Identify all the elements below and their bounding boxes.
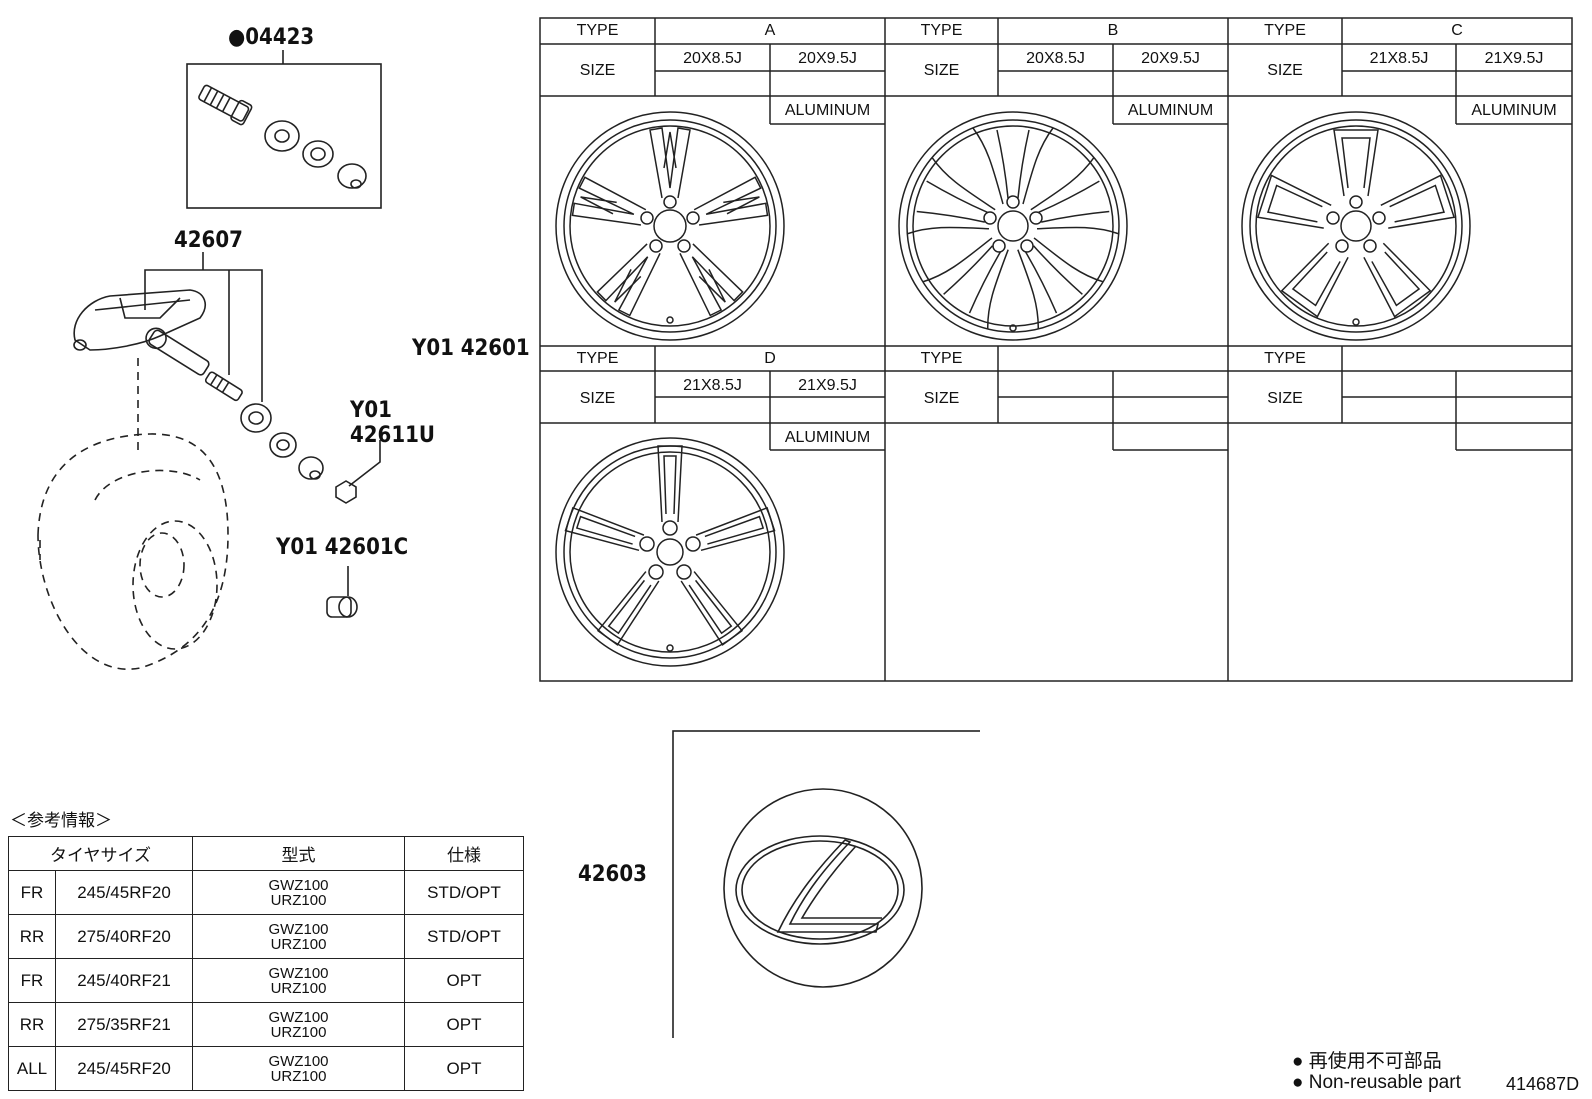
- cell-position: FR: [8, 870, 56, 915]
- bullet-icon: ●: [1292, 1051, 1304, 1072]
- cell-spec: STD/OPT: [404, 870, 524, 915]
- tpms-parts-drawing: [37, 50, 382, 671]
- cell-position: RR: [8, 914, 56, 959]
- type-label-c: TYPE: [1264, 22, 1306, 39]
- type-label-f: TYPE: [1264, 350, 1306, 367]
- size-label-a: SIZE: [579, 62, 616, 79]
- size-d-1: 21X8.5J: [683, 377, 742, 394]
- size-label-d: SIZE: [579, 390, 616, 407]
- cell-tire: 275/35RF21: [55, 1002, 193, 1047]
- type-label-e: TYPE: [920, 350, 963, 367]
- type-label-b: TYPE: [920, 22, 963, 39]
- size-a-1: 20X8.5J: [683, 50, 742, 67]
- material-d: ALUMINUM: [784, 429, 871, 446]
- header-spec: 仕様: [404, 836, 524, 871]
- bullet-icon: ●: [1292, 1072, 1304, 1093]
- material-a: ALUMINUM: [784, 102, 871, 119]
- size-c-2: 21X9.5J: [1484, 50, 1544, 67]
- cell-tire: 245/40RF21: [55, 958, 193, 1003]
- wheel-a-image[interactable]: [550, 108, 790, 348]
- size-label-f: SIZE: [1267, 390, 1303, 407]
- diagram-id: 414687D: [1506, 1074, 1580, 1094]
- header-model: 型式: [192, 836, 405, 871]
- type-value-a: A: [764, 22, 776, 39]
- cell-position: FR: [8, 958, 56, 1003]
- wheel-c-image[interactable]: [1236, 108, 1476, 348]
- legend-jp-text: 再使用不可部品: [1308, 1051, 1442, 1072]
- material-b: ALUMINUM: [1127, 102, 1214, 119]
- callout-04423[interactable]: ●04423: [228, 25, 315, 50]
- type-label-a: TYPE: [576, 22, 619, 39]
- cell-spec: OPT: [404, 958, 524, 1003]
- size-c-1: 21X8.5J: [1369, 50, 1429, 67]
- material-c: ALUMINUM: [1471, 102, 1557, 119]
- size-b-2: 20X9.5J: [1141, 50, 1200, 67]
- cell-position: ALL: [8, 1046, 56, 1091]
- callout-y01-42601c[interactable]: Y01 42601C: [276, 535, 409, 560]
- cell-tire: 245/45RF20: [55, 870, 193, 915]
- callout-42611u[interactable]: 42611U: [350, 423, 435, 448]
- legend-en-text: Non-reusable part: [1308, 1072, 1461, 1093]
- legend-en: ● Non-reusable part: [1292, 1072, 1461, 1094]
- cell-tire: 275/40RF20: [55, 914, 193, 959]
- size-label-c: SIZE: [1267, 62, 1303, 79]
- size-label-b: SIZE: [923, 62, 960, 79]
- callout-y01[interactable]: Y01: [350, 398, 392, 423]
- wheel-b-image[interactable]: [893, 108, 1133, 348]
- cell-spec: STD/OPT: [404, 914, 524, 959]
- cell-tire: 245/45RF20: [55, 1046, 193, 1091]
- legend-jp: ● 再使用不可部品: [1292, 1046, 1442, 1073]
- type-value-c: C: [1451, 22, 1463, 39]
- type-value-b: B: [1107, 22, 1119, 39]
- cell-spec: OPT: [404, 1002, 524, 1047]
- wheel-type-table: [539, 17, 1573, 682]
- header-tire-size: タイヤサイズ: [8, 836, 193, 871]
- type-label-d: TYPE: [576, 350, 619, 367]
- size-d-2: 21X9.5J: [798, 377, 857, 394]
- reference-info-title: ＜参考情報＞: [10, 811, 112, 831]
- size-b-1: 20X8.5J: [1026, 50, 1085, 67]
- wheel-d-image[interactable]: [550, 434, 790, 674]
- callout-y01-42601[interactable]: Y01 42601: [412, 336, 530, 361]
- size-label-e: SIZE: [923, 390, 960, 407]
- type-value-d: D: [764, 350, 776, 367]
- callout-42607[interactable]: 42607: [174, 228, 243, 253]
- cell-spec: OPT: [404, 1046, 524, 1091]
- cell-position: RR: [8, 1002, 56, 1047]
- size-a-2: 20X9.5J: [798, 50, 857, 67]
- center-cap-drawing[interactable]: [660, 718, 980, 1038]
- callout-42603[interactable]: 42603: [578, 862, 647, 887]
